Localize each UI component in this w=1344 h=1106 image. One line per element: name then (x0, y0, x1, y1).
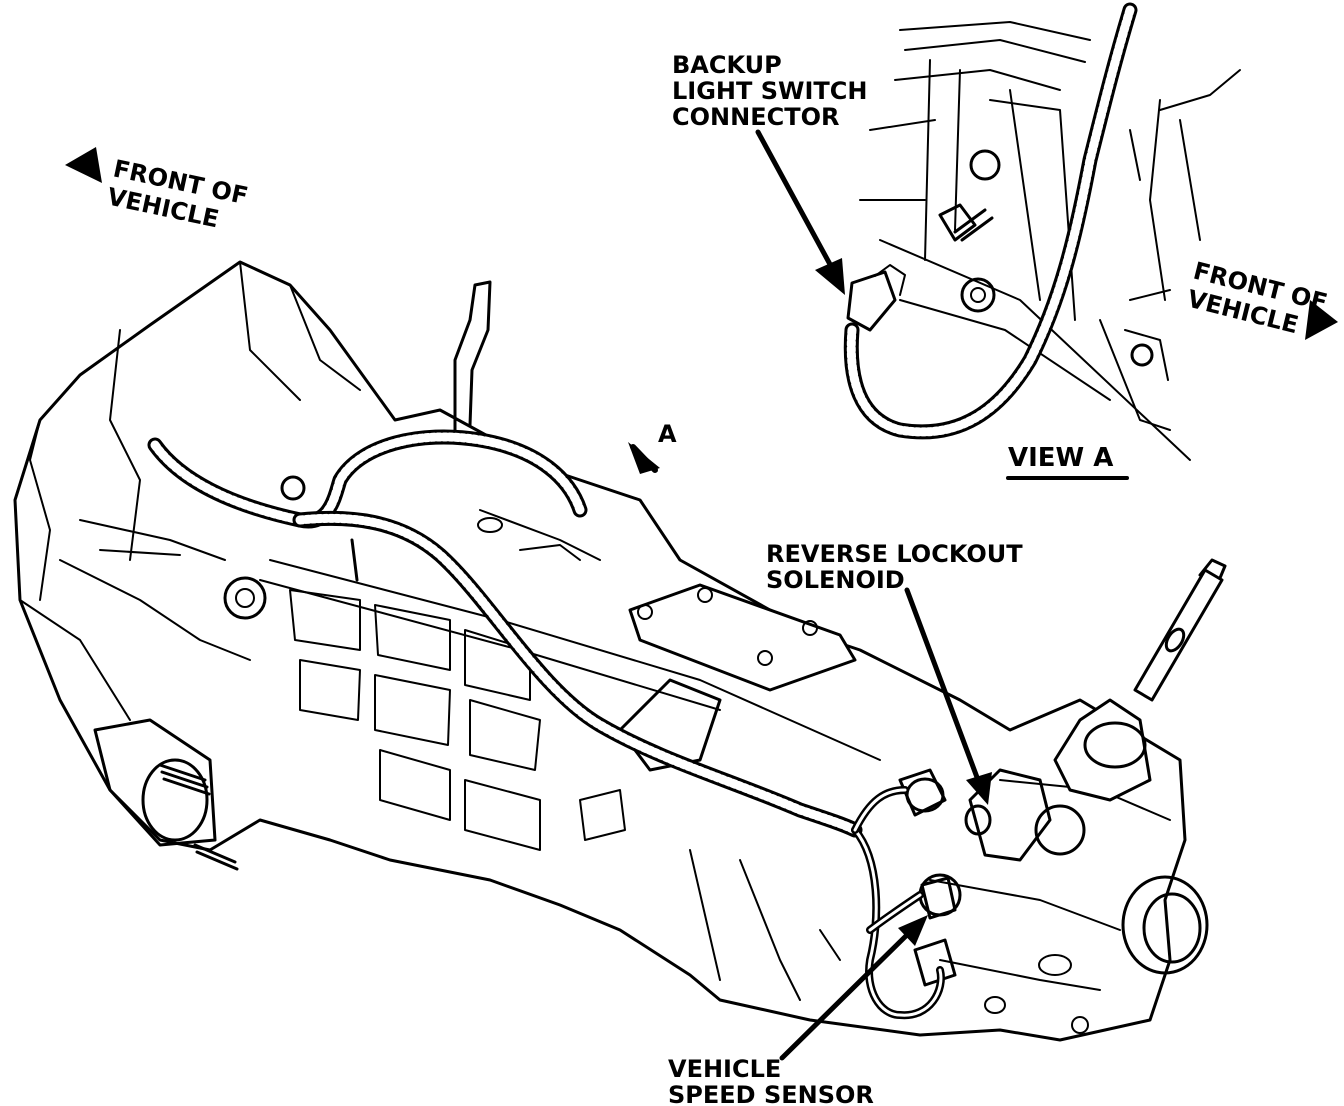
view-a-inset (843, 2, 1241, 461)
backup-line-3: CONNECTOR (672, 103, 839, 131)
wiring-harness (147, 429, 945, 1020)
view-a-title-text: VIEW A (1008, 443, 1113, 473)
backup-switch-label: BACKUP LIGHT SWITCH CONNECTOR (672, 51, 868, 131)
speed-line-2: SPEED SENSOR (668, 1081, 874, 1106)
view-a-title: VIEW A (1006, 443, 1129, 480)
speed-line-1: VEHICLE (668, 1055, 781, 1083)
reverse-lockout-label: REVERSE LOCKOUT SOLENOID (766, 540, 1023, 805)
arrow-left-icon (65, 147, 102, 183)
transmission-body (13, 260, 1227, 1042)
reverse-line-1: REVERSE LOCKOUT (766, 540, 1023, 568)
view-marker-letter: A (658, 420, 677, 448)
view-a-marker: A (628, 420, 677, 474)
backup-line-1: BACKUP (672, 51, 782, 79)
reverse-line-2: SOLENOID (766, 566, 905, 594)
front-of-vehicle-left: FRONT OF VEHICLE (65, 147, 250, 233)
arrow-right-icon (1305, 300, 1338, 340)
backup-line-2: LIGHT SWITCH (672, 77, 868, 105)
backup-switch-leader (755, 129, 845, 295)
front-of-vehicle-right: FRONT OF VEHICLE (1185, 257, 1338, 340)
speed-sensor-label: VEHICLE SPEED SENSOR (668, 915, 928, 1106)
